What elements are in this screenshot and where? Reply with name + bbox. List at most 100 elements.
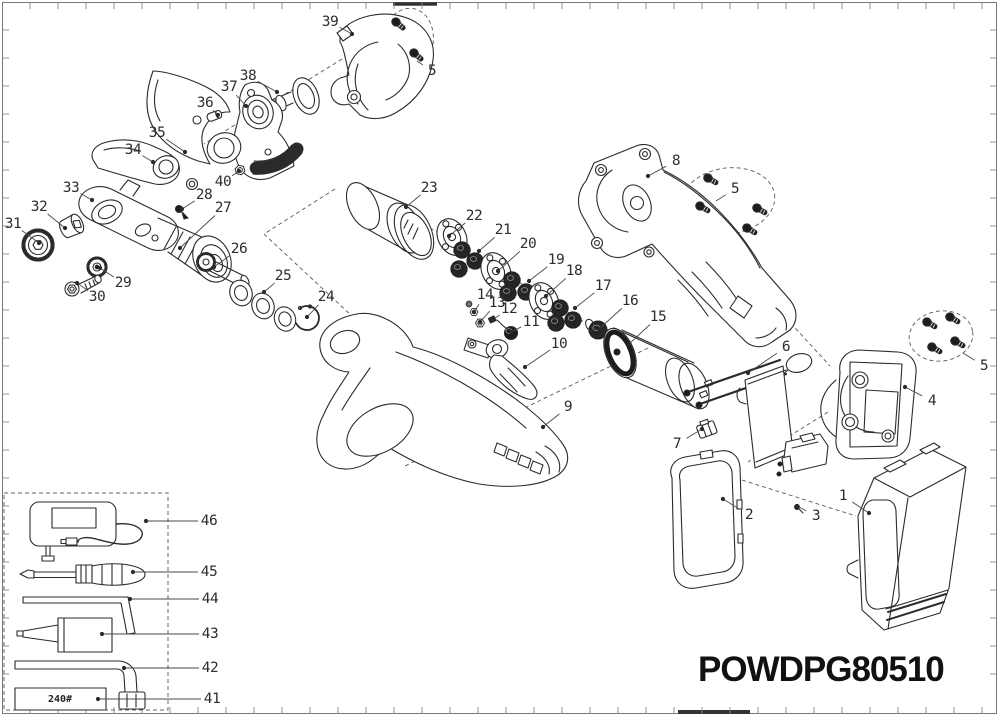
leader-dot-37 xyxy=(243,103,249,109)
part-30-bolt-drawing xyxy=(64,274,102,297)
part-37-cam-lever-drawing xyxy=(233,81,304,181)
part-23-sleeve-drawing xyxy=(345,182,435,260)
leader-dot-24 xyxy=(304,314,310,320)
leader-dot-46 xyxy=(143,518,149,524)
leader-dot-30 xyxy=(74,280,80,286)
part-39-cap-drawing xyxy=(330,13,434,120)
leader-line-35 xyxy=(165,138,186,153)
leader-line-22 xyxy=(448,222,466,237)
leader-line-39 xyxy=(339,26,353,35)
leader-dot-45 xyxy=(130,569,136,575)
leader-line-31 xyxy=(21,230,40,244)
leader-line-32 xyxy=(47,213,66,229)
leader-line-27 xyxy=(179,215,216,249)
leader-dot-36 xyxy=(215,112,221,118)
leader-line-24 xyxy=(306,304,319,318)
leader-line-29 xyxy=(99,267,115,278)
part-34-anvil-drawing xyxy=(91,139,199,191)
leader-line-16 xyxy=(598,308,623,330)
leader-dot-28 xyxy=(179,206,185,212)
leader-line-6 xyxy=(747,352,778,374)
part-43-grease-tube-drawing xyxy=(16,617,113,653)
leader-line-30 xyxy=(76,282,89,292)
part-17-planet-gear-drawing xyxy=(551,299,569,317)
part-45-screwdriver-drawing xyxy=(19,563,146,586)
part-21-planet-gear-drawing xyxy=(466,252,484,270)
leader-dot-17 xyxy=(572,305,578,311)
leader-dot-27 xyxy=(177,245,183,251)
leader-dot-3 xyxy=(794,503,800,509)
leader-line-23 xyxy=(405,194,421,208)
leader-dot-14 xyxy=(471,309,477,315)
part-21-planet-gear-drawing xyxy=(450,260,468,278)
leader-line-1 xyxy=(851,501,870,514)
leader-line-10 xyxy=(524,349,551,368)
leader-dot-42 xyxy=(121,665,127,671)
leader-dot-6 xyxy=(745,370,751,376)
leader-dot-13 xyxy=(477,319,483,325)
part-10-trigger-drawing xyxy=(463,337,538,400)
leader-dot-18 xyxy=(543,293,549,299)
leader-dot-32 xyxy=(62,225,68,231)
leader-dot-39 xyxy=(349,31,355,37)
leader-dot-9 xyxy=(540,424,546,430)
leader-line-5 xyxy=(715,194,726,202)
leader-line-21 xyxy=(478,236,496,252)
leader-line-38 xyxy=(257,80,278,93)
leader-dot-43 xyxy=(99,631,105,637)
leader-dot-1 xyxy=(866,510,872,516)
leader-line-20 xyxy=(497,251,521,272)
part-17-planet-gear-drawing xyxy=(564,311,582,329)
part-31-gear-drawing xyxy=(21,228,55,262)
leader-dot-19 xyxy=(526,278,532,284)
leader-line-9 xyxy=(542,413,560,428)
leader-dot-4 xyxy=(902,384,908,390)
leader-dot-33 xyxy=(89,197,95,203)
leader-dot-12 xyxy=(489,317,495,323)
part-38-shaft-drawing xyxy=(257,77,320,118)
leader-dot-2 xyxy=(720,496,726,502)
leader-line-7 xyxy=(686,428,703,439)
part-25-bearing-drawing xyxy=(270,303,300,335)
part-7-connector-drawing xyxy=(696,418,718,439)
leader-dot-29 xyxy=(97,265,103,271)
leader-dot-15 xyxy=(626,341,632,347)
leader-line-4 xyxy=(904,386,923,397)
part-8-housing-left-drawing xyxy=(577,143,797,348)
leader-line-17 xyxy=(574,292,595,309)
leader-line-5 xyxy=(962,352,975,361)
part-24-circlip-drawing xyxy=(294,304,320,331)
leader-dot-41 xyxy=(95,696,101,702)
part-2-inner-cover-drawing xyxy=(670,449,744,589)
part-21-planet-gear-drawing xyxy=(453,241,471,259)
leader-dot-20 xyxy=(495,268,501,274)
leader-dot-25 xyxy=(261,289,267,295)
part-15-motor-drawing xyxy=(603,327,714,410)
leader-dot-23 xyxy=(403,204,409,210)
part-4-battery-frame-drawing xyxy=(820,349,917,460)
part-17-planet-gear-drawing xyxy=(547,314,565,332)
leader-line-33 xyxy=(80,193,93,201)
part-1-battery-pack-drawing xyxy=(846,442,967,631)
leader-dot-22 xyxy=(446,233,452,239)
leader-line-25 xyxy=(263,282,275,293)
leader-dot-7 xyxy=(699,426,705,432)
leader-line-15 xyxy=(628,324,651,345)
part-42-wrench-drawing xyxy=(14,660,146,710)
part-19-planet-gear-drawing xyxy=(499,284,517,302)
leader-dot-16 xyxy=(596,326,602,332)
part-33-head-housing-drawing xyxy=(78,179,179,251)
leader-dot-34 xyxy=(150,159,156,165)
leader-line-37 xyxy=(235,94,247,107)
leader-line-18 xyxy=(545,277,567,297)
leader-dot-8 xyxy=(645,173,651,179)
leader-line-5 xyxy=(416,60,424,66)
part-32-bushing-drawing xyxy=(58,213,85,239)
leader-dot-38 xyxy=(274,89,280,95)
leader-line-8 xyxy=(647,165,667,177)
model-number: POWDPG80510 xyxy=(698,650,945,689)
leader-dot-21 xyxy=(476,248,482,254)
